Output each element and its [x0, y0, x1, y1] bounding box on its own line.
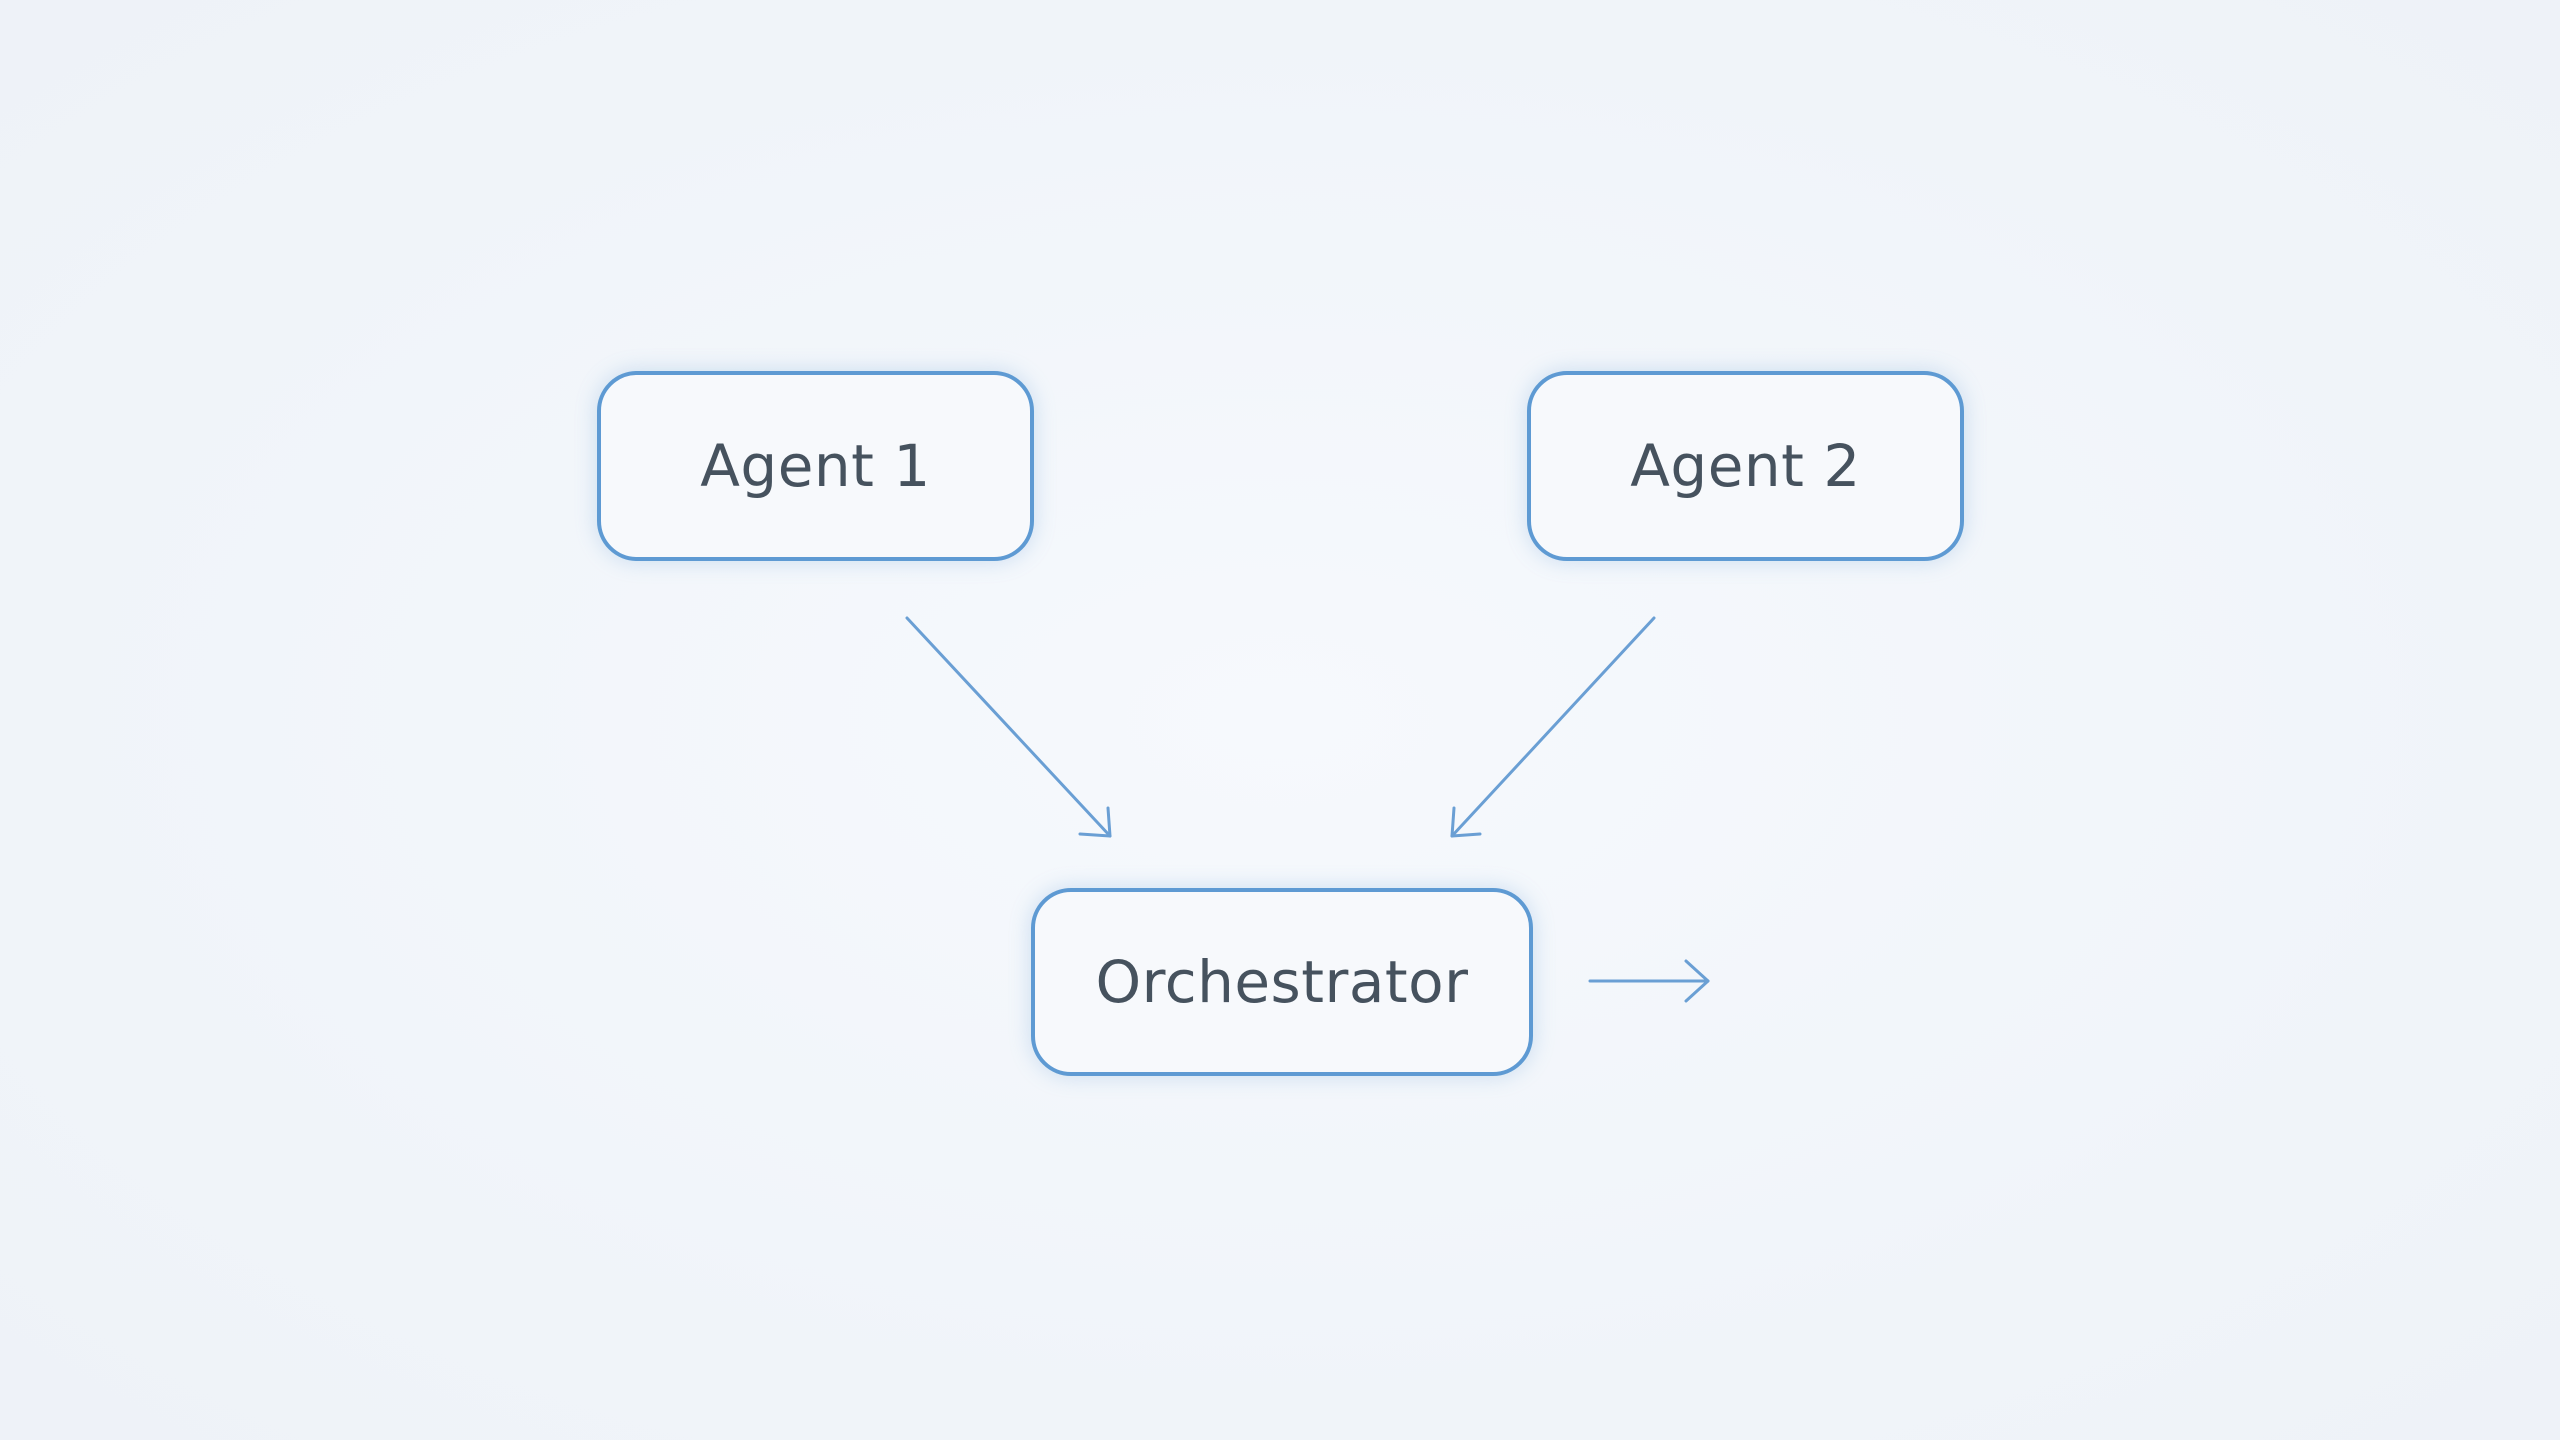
agent-2-node[interactable]: Agent 2 [1527, 371, 1964, 561]
agent-1-label: Agent 1 [700, 432, 931, 500]
agent-2-label: Agent 2 [1630, 432, 1861, 500]
agent-1-node[interactable]: Agent 1 [597, 371, 1034, 561]
edge-agent2-to-orchestrator [1450, 616, 1656, 838]
orchestrator-node[interactable]: Orchestrator [1031, 888, 1533, 1076]
edge-agent1-to-orchestrator [905, 616, 1112, 838]
orchestrator-label: Orchestrator [1095, 948, 1469, 1016]
edge-orchestrator-output [1588, 959, 1710, 1003]
